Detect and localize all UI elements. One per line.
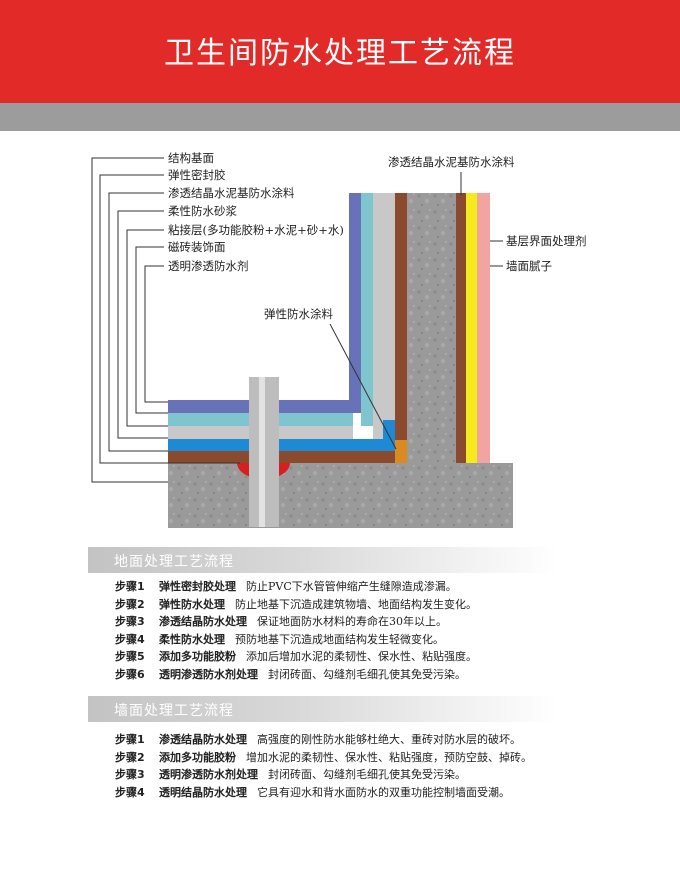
step-description: 封闭砖面、勾缝剂毛细孔使其免受污染。 bbox=[268, 768, 466, 781]
step-number: 步骤2 bbox=[115, 750, 145, 764]
wall-section-title: 墙面处理工艺流程 bbox=[114, 703, 234, 719]
step-number: 步骤1 bbox=[115, 733, 145, 746]
step-name: 渗透结晶防水处理 bbox=[159, 733, 247, 746]
label-tile-finish: 磁砖装饰面 bbox=[168, 240, 226, 254]
label-flexible-mortar: 柔性防水砂浆 bbox=[168, 204, 237, 218]
step-number: 步骤3 bbox=[115, 615, 145, 628]
wall-primer-layer bbox=[456, 193, 466, 463]
label-structure-base: 结构基面 bbox=[168, 151, 214, 165]
wall-yellow-layer bbox=[466, 193, 477, 463]
step-description: 高强度的刚性防水能够杜绝大、重砖对防水层的破坏。 bbox=[257, 733, 521, 746]
drain-pipe-highlight bbox=[259, 377, 265, 527]
step-name: 透明渗透防水剂处理 bbox=[159, 768, 258, 781]
list-item: 步骤4 透明结晶防水处理它具有迎水和背水面防水的双重功能控制墙面受潮。 bbox=[115, 784, 675, 802]
wall-section-header: 墙面处理工艺流程 bbox=[88, 696, 558, 722]
wall-pink-layer bbox=[477, 193, 490, 463]
list-item: 步骤3 渗透结晶防水处理保证地面防水材料的寿命在30年以上。 bbox=[115, 613, 675, 631]
floor-section-header: 地面处理工艺流程 bbox=[88, 547, 558, 573]
list-item: 步骤1 弹性密封胶处理防止PVC下水管管伸缩产生缝隙造成渗漏。 bbox=[115, 578, 675, 596]
step-description: 防止地基下沉造成建筑物墙、地面结构发生变化。 bbox=[235, 597, 477, 611]
step-description: 保证地面防水材料的寿命在30年以上。 bbox=[257, 615, 447, 628]
step-number: 步骤4 bbox=[115, 632, 145, 646]
label-crystalline-coating: 渗透结晶水泥基防水涂料 bbox=[168, 186, 295, 200]
label-clear-sealer: 透明渗透防水剂 bbox=[168, 259, 249, 273]
wall-layer-brown bbox=[395, 193, 407, 463]
label-bonding-layer: 粘接层(多功能胶粉+水泥+砂+水) bbox=[168, 223, 344, 237]
step-number: 步骤6 bbox=[115, 667, 145, 681]
list-item: 步骤2 弹性防水处理防止地基下沉造成建筑物墙、地面结构发生变化。 bbox=[115, 596, 675, 614]
list-item: 步骤5 添加多功能胶粉添加后增加水泥的柔韧性、保水性、粘贴强度。 bbox=[115, 648, 675, 666]
step-description: 增加水泥的柔韧性、保水性、粘贴强度，预防空鼓、掉砖。 bbox=[246, 750, 532, 764]
list-item: 步骤2 添加多功能胶粉增加水泥的柔韧性、保水性、粘贴强度，预防空鼓、掉砖。 bbox=[115, 749, 675, 767]
list-item: 步骤4 柔性防水处理预防地基下沉造成地面结构发生轻微变化。 bbox=[115, 631, 675, 649]
step-number: 步骤5 bbox=[115, 650, 145, 663]
step-description: 封闭砖面、勾缝剂毛细孔使其免受污染。 bbox=[268, 667, 466, 681]
step-name: 柔性防水处理 bbox=[159, 632, 225, 646]
step-name: 透明渗透防水剂处理 bbox=[159, 667, 258, 681]
step-name: 弹性防水处理 bbox=[159, 597, 225, 611]
floor-layer-blue bbox=[168, 439, 393, 451]
wall-steps-list: 步骤1 渗透结晶防水处理高强度的刚性防水能够杜绝大、重砖对防水层的破坏。 步骤2 添… bbox=[115, 731, 675, 801]
step-name: 弹性密封胶处理 bbox=[159, 580, 236, 593]
header-banner: 卫生间防水处理工艺流程 bbox=[0, 0, 680, 103]
waterproofing-layer-diagram: 结构基面 弹性密封胶 渗透结晶水泥基防水涂料 柔性防水砂浆 粘接层(多功能胶粉+… bbox=[91, 151, 587, 528]
step-name: 添加多功能胶粉 bbox=[159, 650, 236, 663]
wall-layer-clear bbox=[361, 193, 373, 426]
list-item: 步骤3 透明渗透防水剂处理封闭砖面、勾缝剂毛细孔使其免受污染。 bbox=[115, 766, 675, 784]
left-leader-lines bbox=[91, 157, 240, 483]
step-number: 步骤1 bbox=[115, 580, 145, 593]
step-name: 渗透结晶防水处理 bbox=[159, 615, 247, 628]
label-wall-putty: 墙面腻子 bbox=[506, 259, 552, 273]
step-number: 步骤4 bbox=[115, 785, 145, 799]
step-description: 它具有迎水和背水面防水的双重功能控制墙面受潮。 bbox=[257, 785, 510, 799]
step-description: 添加后增加水泥的柔韧性、保水性、粘贴强度。 bbox=[246, 650, 477, 663]
step-description: 防止PVC下水管管伸缩产生缝隙造成渗漏。 bbox=[246, 580, 457, 593]
label-interface-agent: 基层界面处理剂 bbox=[506, 234, 587, 248]
floor-layer-brown bbox=[168, 451, 407, 463]
wall-structure bbox=[407, 193, 456, 465]
step-name: 透明结晶防水处理 bbox=[159, 785, 247, 799]
corner-elastic-coating bbox=[395, 440, 407, 463]
label-elastic-sealant: 弹性密封胶 bbox=[168, 168, 226, 182]
floor-steps-list: 步骤1 弹性密封胶处理防止PVC下水管管伸缩产生缝隙造成渗漏。 步骤2 弹性防水处理… bbox=[115, 578, 675, 683]
step-description: 预防地基下沉造成地面结构发生轻微变化。 bbox=[235, 632, 444, 646]
header-grey-strip bbox=[0, 103, 680, 131]
step-number: 步骤3 bbox=[115, 768, 145, 781]
wall-layer-tile bbox=[349, 193, 361, 413]
label-elastic-coating: 弹性防水涂料 bbox=[264, 307, 333, 321]
list-item: 步骤1 渗透结晶防水处理高强度的刚性防水能够杜绝大、重砖对防水层的破坏。 bbox=[115, 731, 675, 749]
step-name: 添加多功能胶粉 bbox=[159, 750, 236, 764]
floor-slab bbox=[168, 463, 513, 528]
wall-layer-mortar bbox=[373, 193, 395, 439]
step-number: 步骤2 bbox=[115, 597, 145, 611]
list-item: 步骤6 透明渗透防水剂处理封闭砖面、勾缝剂毛细孔使其免受污染。 bbox=[115, 666, 675, 684]
page-title: 卫生间防水处理工艺流程 bbox=[164, 36, 516, 71]
label-top-crystalline: 渗透结晶水泥基防水涂料 bbox=[388, 155, 515, 169]
floor-section-title: 地面处理工艺流程 bbox=[114, 554, 234, 570]
